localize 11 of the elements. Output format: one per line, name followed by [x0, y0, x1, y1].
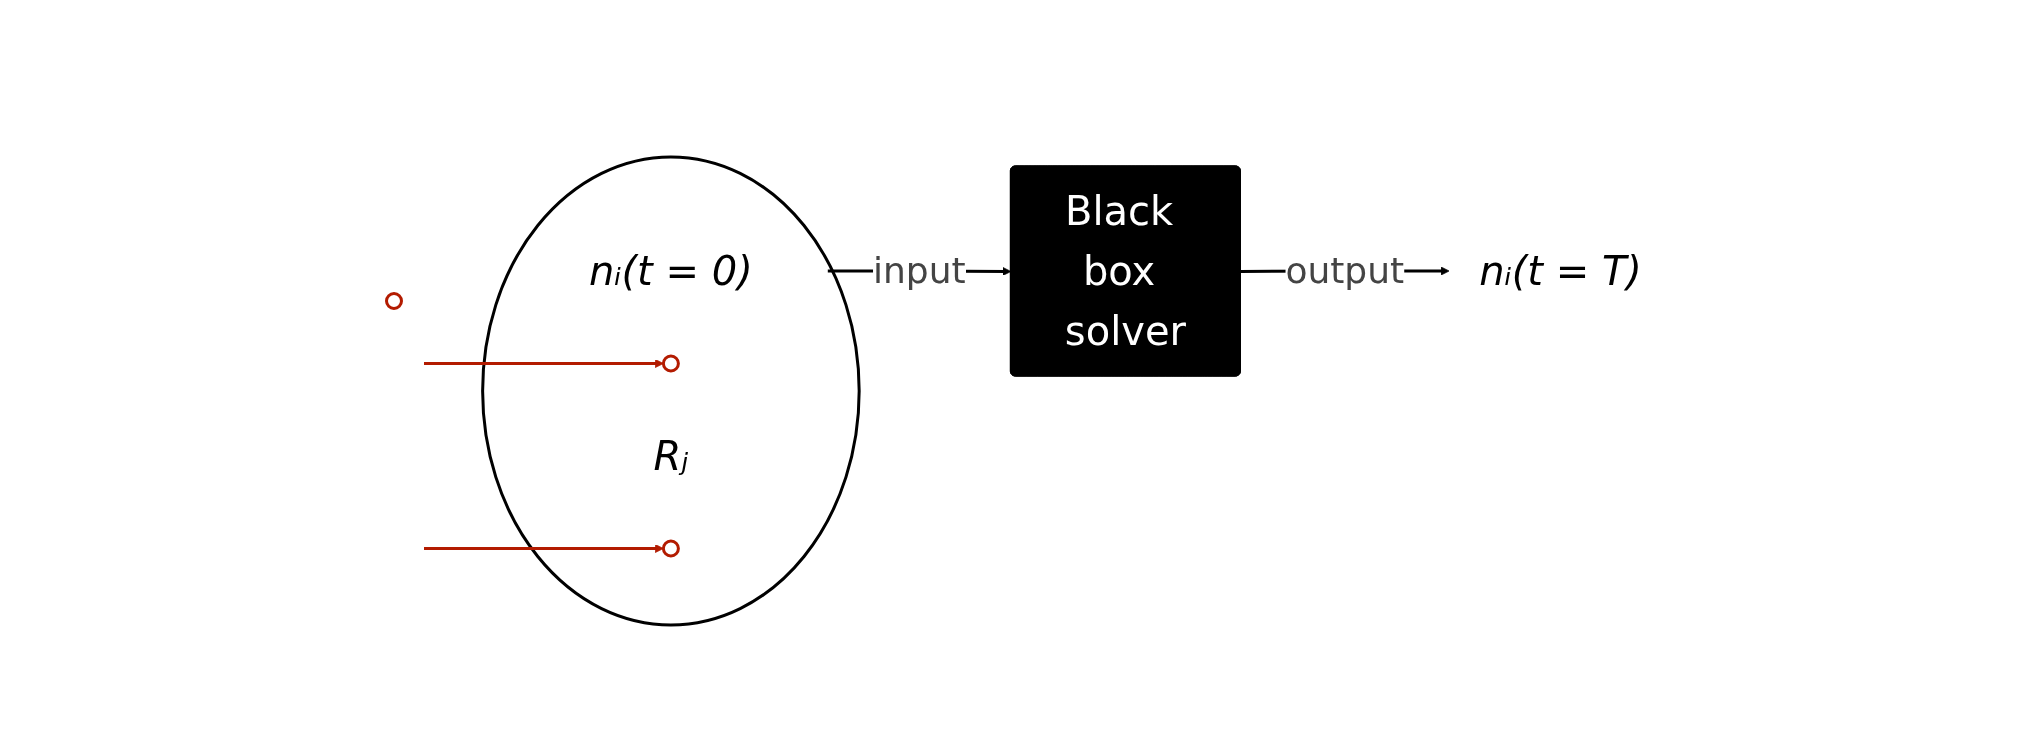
node-circle — [661, 539, 680, 558]
node-circle — [661, 354, 680, 373]
arrow — [424, 359, 664, 368]
edge-label: input — [873, 250, 966, 291]
edge-label: output — [1285, 250, 1405, 291]
node-circle — [385, 292, 404, 310]
node-text: nᵢ(t = T) — [1479, 248, 1642, 294]
node-text: nᵢ(t = 0) — [589, 248, 753, 294]
node-text: Rⱼ — [653, 433, 689, 479]
cluster — [481, 155, 861, 627]
arrow — [424, 544, 664, 553]
